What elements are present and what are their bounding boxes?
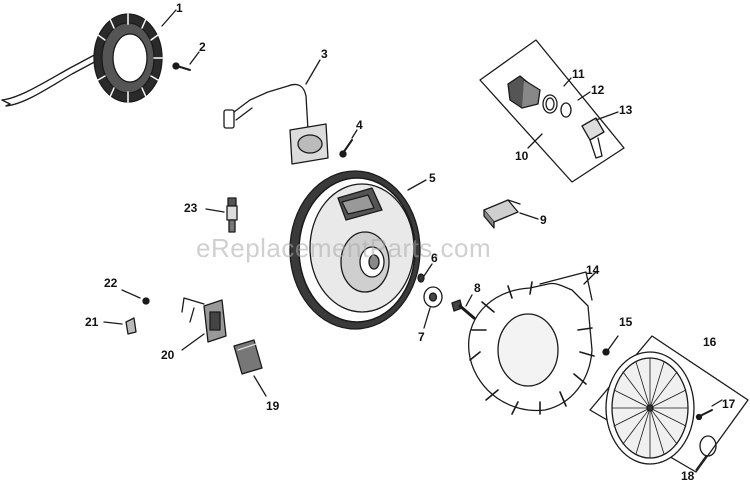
callout-10: 10 bbox=[515, 149, 529, 163]
callout-17: 17 bbox=[722, 397, 736, 411]
washer-6 bbox=[417, 263, 433, 283]
spark-plug bbox=[205, 197, 238, 233]
callout-16: 16 bbox=[703, 335, 717, 349]
callout-12: 12 bbox=[591, 83, 605, 97]
callout-11: 11 bbox=[572, 67, 585, 81]
wiring-plug bbox=[181, 297, 227, 351]
grass-screen-group bbox=[589, 335, 749, 473]
callout-3: 3 bbox=[321, 47, 328, 61]
flywheel-bolt bbox=[451, 294, 476, 320]
callout-19: 19 bbox=[266, 399, 280, 413]
callout-6: 6 bbox=[431, 251, 438, 265]
callout-18: 18 bbox=[681, 469, 695, 483]
callout-21: 21 bbox=[85, 315, 99, 329]
callout-9: 9 bbox=[540, 213, 547, 227]
callout-2: 2 bbox=[199, 40, 206, 54]
stator bbox=[1, 9, 177, 107]
clip-screw bbox=[121, 289, 150, 305]
key-switch-group bbox=[479, 39, 625, 183]
watermark-text: eReplacementParts.com bbox=[196, 233, 492, 263]
callout-14: 14 bbox=[586, 263, 600, 277]
ground-clip bbox=[103, 317, 137, 335]
washer-7 bbox=[423, 286, 443, 329]
connector-19 bbox=[233, 339, 267, 397]
flywheel bbox=[289, 170, 427, 330]
callout-15: 15 bbox=[619, 315, 633, 329]
callout-5: 5 bbox=[429, 171, 436, 185]
rectifier bbox=[483, 199, 539, 229]
callout-23: 23 bbox=[184, 201, 198, 215]
callout-13: 13 bbox=[619, 103, 633, 117]
callout-8: 8 bbox=[474, 281, 481, 295]
callout-20: 20 bbox=[161, 348, 175, 362]
callout-1: 1 bbox=[176, 1, 183, 15]
module-screw bbox=[339, 129, 358, 158]
ignition-module bbox=[223, 59, 329, 165]
callout-7: 7 bbox=[418, 330, 425, 344]
blower-housing bbox=[468, 271, 597, 415]
callout-22: 22 bbox=[104, 276, 118, 290]
stator-screw bbox=[172, 51, 200, 71]
callout-4: 4 bbox=[356, 118, 363, 132]
housing-screw bbox=[602, 335, 619, 356]
